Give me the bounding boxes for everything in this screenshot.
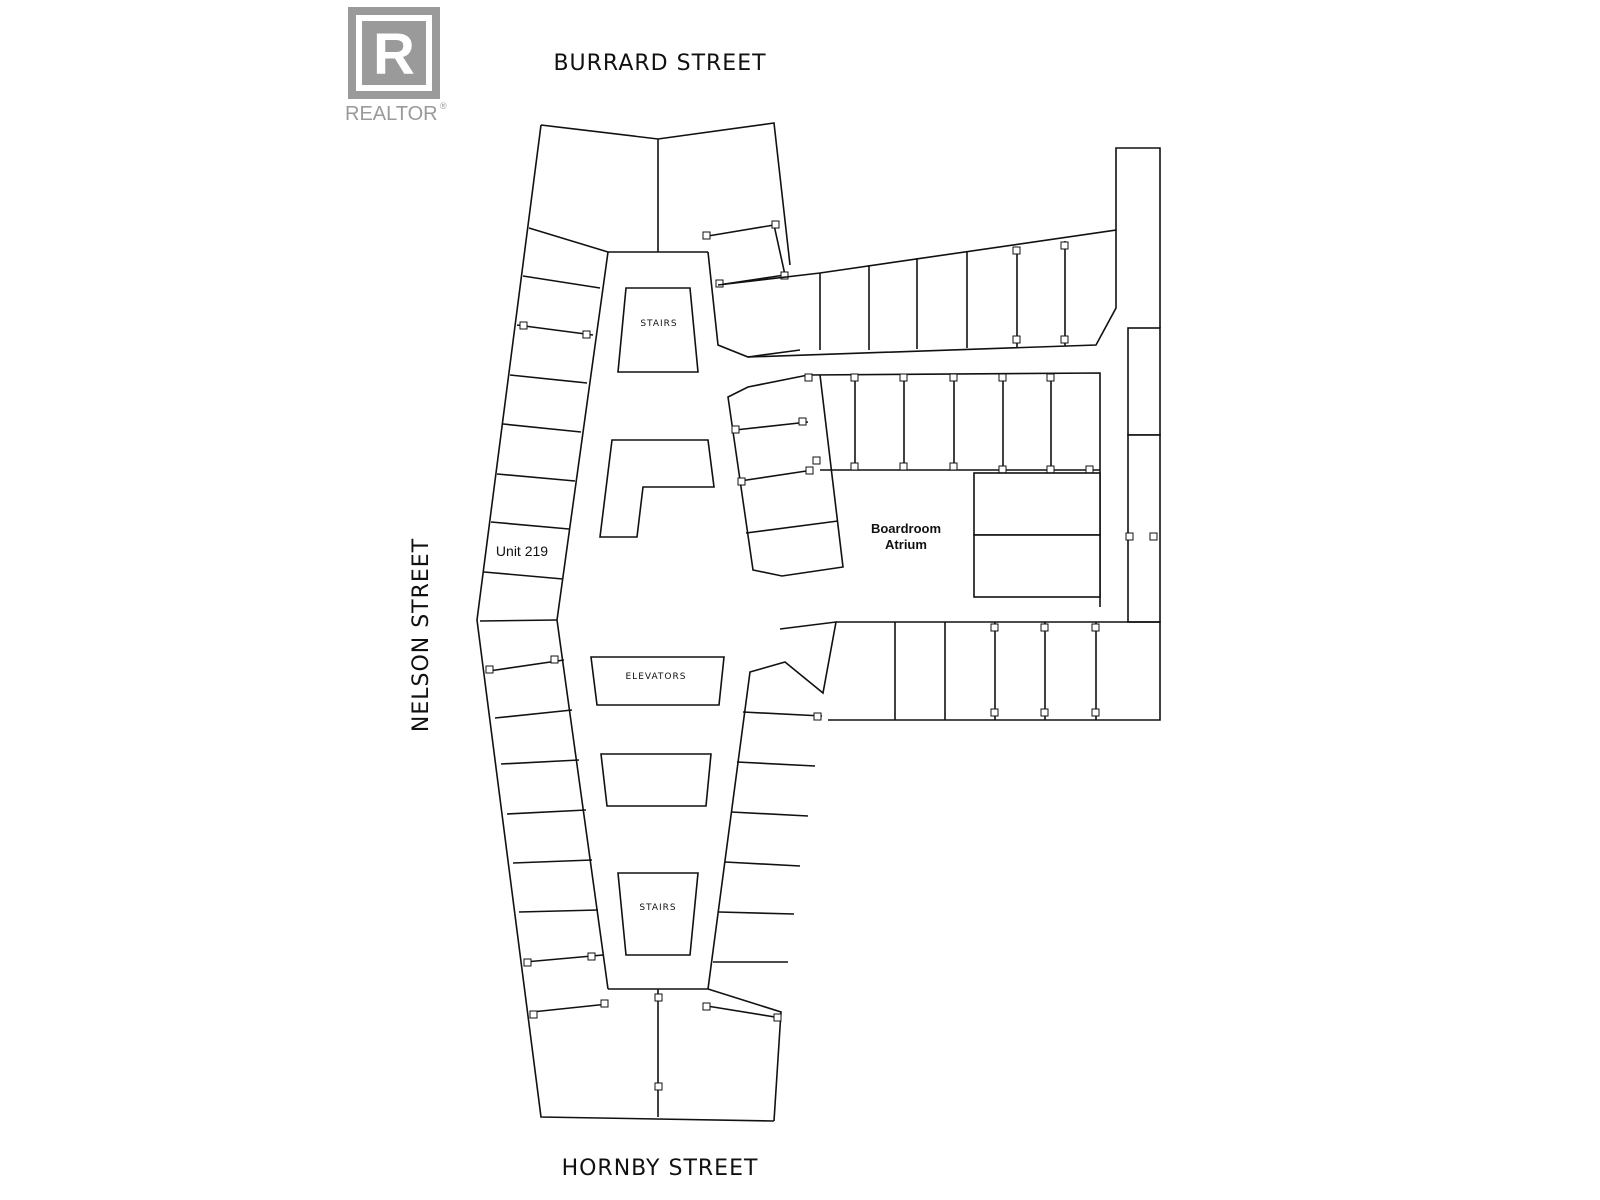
- core-shaft-lower: [600, 753, 712, 807]
- boardroom-label-line2: Atrium: [885, 537, 927, 552]
- stairs-bottom: [617, 872, 699, 956]
- boardroom-label-line1: Boardroom: [871, 521, 941, 536]
- realtor-logo: R REALTOR ®: [345, 7, 447, 125]
- street-label-north: BURRARD STREET: [553, 51, 766, 76]
- south-east-wing: [828, 621, 1161, 721]
- building-outline: [476, 122, 791, 1122]
- stairs-bottom-label: STAIRS: [639, 903, 676, 913]
- middle-east-wing: [804, 372, 1101, 607]
- elevators: [590, 656, 725, 706]
- realtor-logo-mark: ®: [440, 101, 447, 111]
- realtor-logo-letter: R: [373, 22, 415, 87]
- street-label-south: HORNBY STREET: [562, 1156, 759, 1181]
- north-east-wing: [717, 147, 1161, 358]
- realtor-logo-text: REALTOR: [345, 103, 438, 125]
- stairs-top-label: STAIRS: [640, 319, 677, 329]
- core-shaft: [599, 439, 715, 538]
- unit-219-label: Unit 219: [496, 543, 548, 559]
- corridor-east-units: [654, 220, 844, 1122]
- elevators-label: ELEVATORS: [626, 672, 687, 682]
- street-label-west: NELSON STREET: [409, 538, 434, 732]
- core: STAIRS ELEVATORS STAIRS: [590, 287, 725, 956]
- stairs-top: [617, 287, 699, 373]
- west-units: [479, 227, 609, 1019]
- far-east-column: [1125, 327, 1161, 623]
